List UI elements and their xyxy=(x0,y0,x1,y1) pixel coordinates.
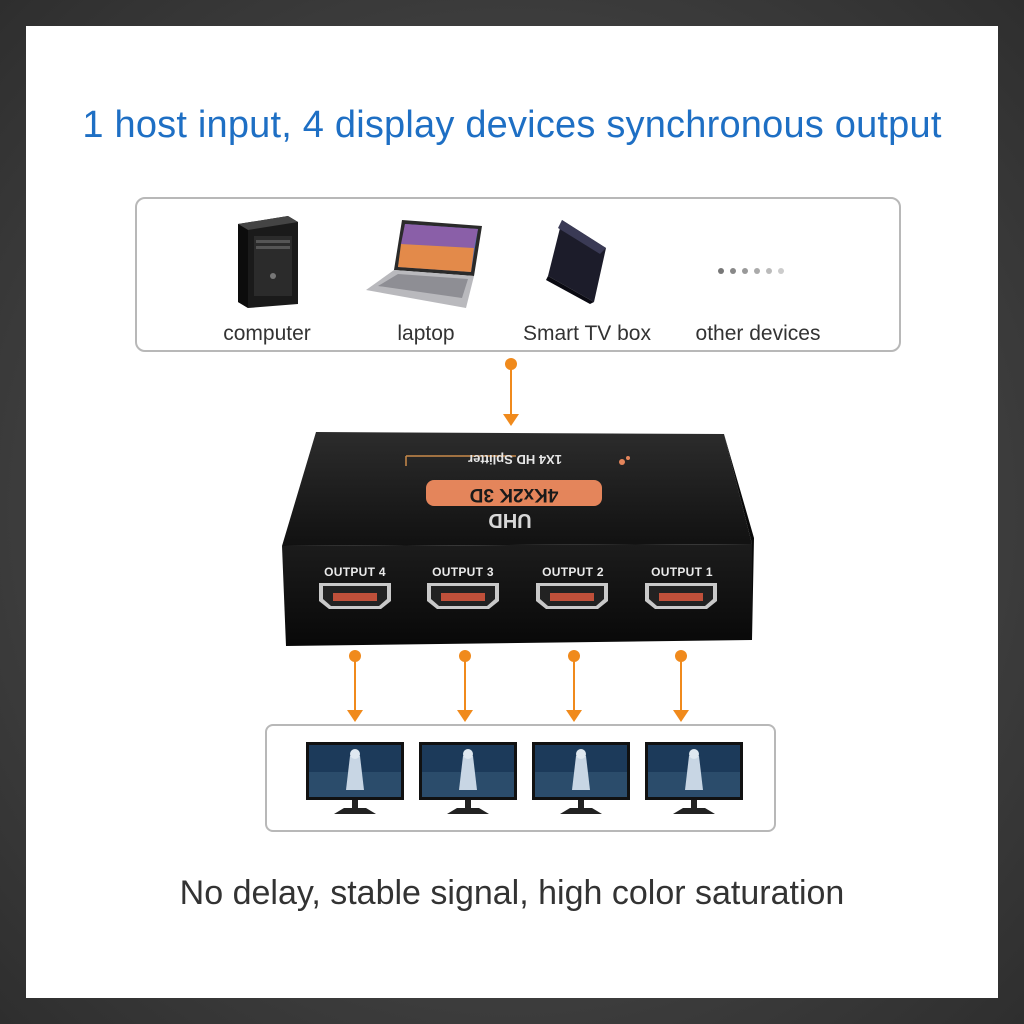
monitor-icon xyxy=(306,742,404,814)
output-arrow-line xyxy=(354,656,356,712)
device-label-computer: computer xyxy=(223,322,311,345)
laptop-icon xyxy=(366,220,482,308)
output-arrow-head xyxy=(457,710,473,722)
output-arrow-line xyxy=(680,656,682,712)
hdmi-port-icon xyxy=(645,583,717,609)
output-arrow-head xyxy=(673,710,689,722)
monitor-icon xyxy=(532,742,630,814)
port-label-output-4: OUTPUT 4 xyxy=(324,565,386,579)
output-arrow-line xyxy=(573,656,575,712)
dots-icon xyxy=(718,268,784,274)
device-label-laptop: laptop xyxy=(397,322,455,345)
hdmi-port-icon xyxy=(319,583,391,609)
port-label-output-2: OUTPUT 2 xyxy=(542,565,604,579)
device-label-other: other devices xyxy=(695,322,821,345)
footer-caption: No delay, stable signal, high color satu… xyxy=(179,874,845,912)
input-arrow-line xyxy=(510,364,512,416)
hdmi-port-icon xyxy=(536,583,608,609)
port-label-output-1: OUTPUT 1 xyxy=(651,565,713,579)
splitter-model: UHD xyxy=(488,509,532,531)
desktop-computer-icon xyxy=(238,216,298,308)
input-arrow-head xyxy=(503,414,519,426)
splitter-badge: 4Kx2K 3D xyxy=(469,484,559,505)
port-label-output-3: OUTPUT 3 xyxy=(432,565,494,579)
tv-box-icon xyxy=(546,220,606,304)
splitter-device xyxy=(282,432,754,646)
splitter-top-label: 1X4 HD Splitter xyxy=(468,452,562,467)
output-arrow-line xyxy=(464,656,466,712)
headline: 1 host input, 4 display devices synchron… xyxy=(82,104,942,146)
hdmi-port-icon xyxy=(427,583,499,609)
device-label-tv-box: Smart TV box xyxy=(523,322,651,345)
monitor-icon xyxy=(419,742,517,814)
output-arrow-head xyxy=(347,710,363,722)
output-arrow-head xyxy=(566,710,582,722)
monitor-icon xyxy=(645,742,743,814)
